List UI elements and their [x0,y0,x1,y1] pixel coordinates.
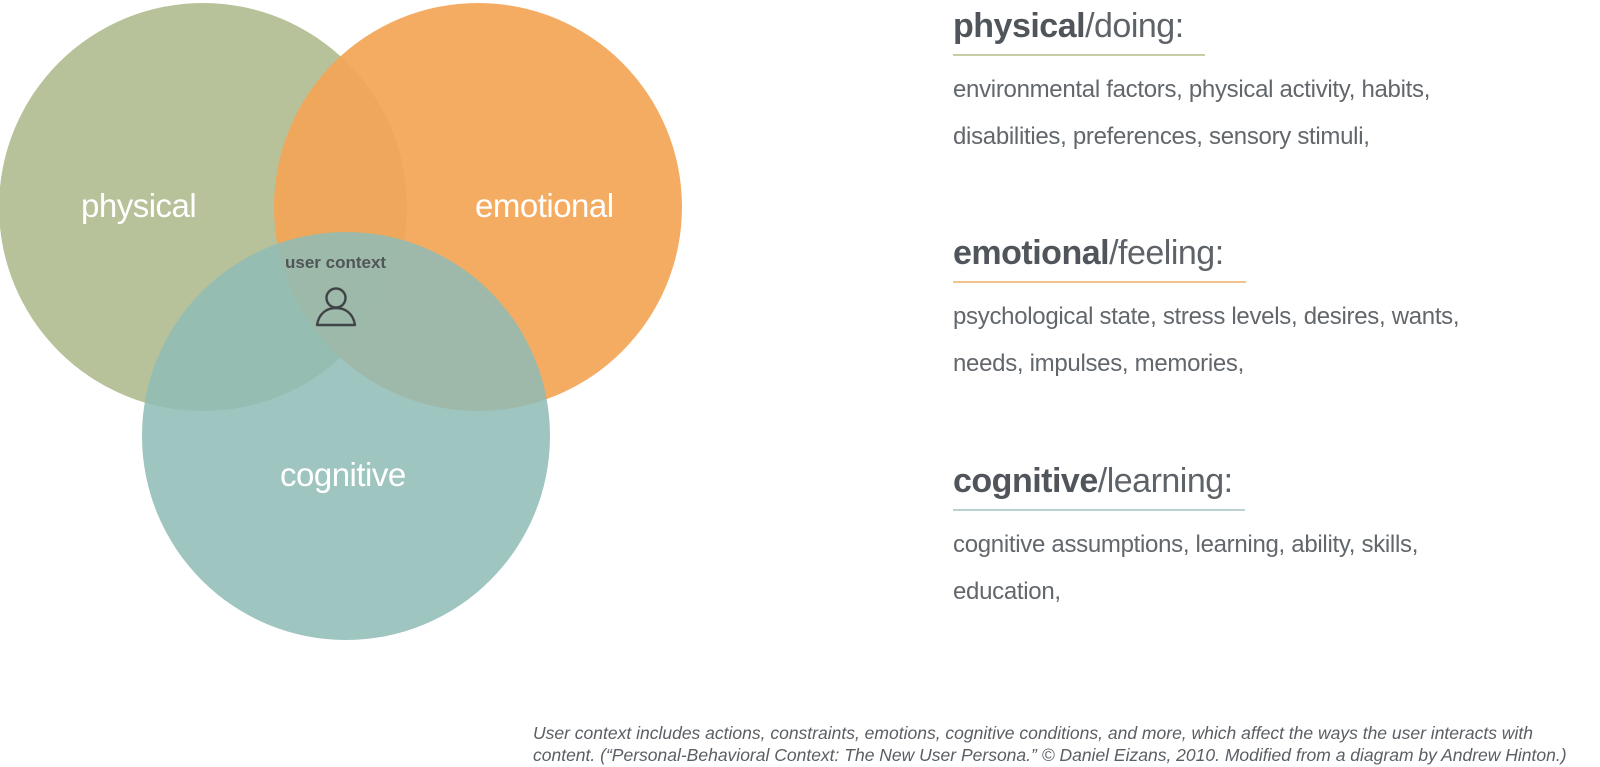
venn-diagram: physical emotional cognitive user contex… [0,0,700,640]
category-title-bold: cognitive [953,462,1098,500]
category-title-bold: emotional [953,234,1110,272]
venn-center-label: user context [285,253,387,272]
venn-svg [0,3,682,640]
venn-label-emotional: emotional [475,187,614,224]
category-physical: physical/doing: environmental factors, p… [953,4,1573,160]
footnote-caption: User context includes actions, constrain… [533,723,1567,765]
category-emotional: emotional/feeling: psychological state, … [953,231,1573,387]
category-items: psychological state, stress levels, desi… [953,303,1460,377]
venn-label-physical: physical [81,187,197,224]
category-title-light: /learning: [1097,462,1233,500]
category-cognitive: cognitive/learning: cognitive assumption… [953,459,1573,615]
category-title-light: /doing: [1085,7,1184,45]
category-underline [953,54,1205,56]
category-items: cognitive assumptions, learning, ability… [953,531,1419,605]
category-title-light: /feeling: [1109,234,1224,272]
category-title-bold: physical [953,7,1086,45]
category-heading: cognitive/learning: [953,459,1573,503]
category-heading: emotional/feeling: [953,231,1573,275]
circle-cognitive [142,232,550,640]
category-underline [953,509,1245,511]
user-icon [315,287,357,327]
category-heading: physical/doing: [953,4,1573,48]
category-underline [953,281,1246,283]
category-items: environmental factors, physical activity… [953,76,1431,150]
venn-label-cognitive: cognitive [280,456,406,493]
